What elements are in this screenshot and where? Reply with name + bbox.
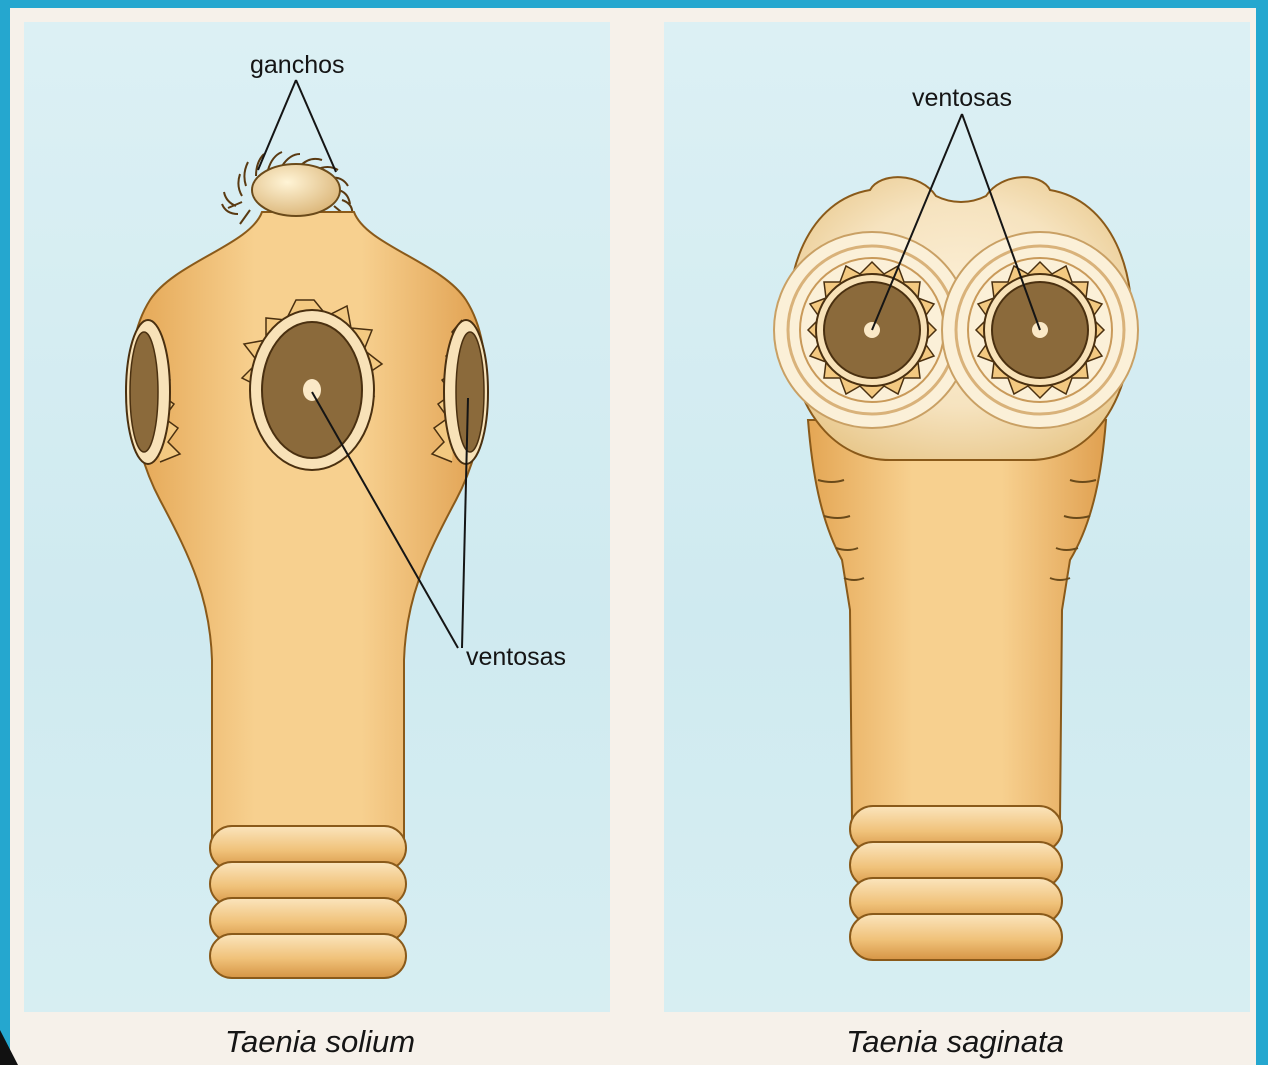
taenia-saginata-caption: Taenia saginata — [760, 1024, 1150, 1060]
solium-strobila-rings — [210, 826, 406, 978]
taenia-saginata-drawing: ventosas — [774, 84, 1138, 960]
taenia-solium-caption: Taenia solium — [125, 1024, 515, 1060]
hooks-label: ganchos — [250, 51, 345, 79]
rostellum — [252, 164, 340, 216]
taenia-solium-drawing: ganchos ventosas — [126, 51, 566, 978]
saginata-neck — [808, 420, 1106, 820]
saginata-strobila-rings — [850, 806, 1062, 960]
corner-shadow — [0, 1030, 18, 1065]
saginata-suckers-label: ventosas — [912, 84, 1012, 112]
solium-suckers-label: ventosas — [466, 643, 566, 671]
